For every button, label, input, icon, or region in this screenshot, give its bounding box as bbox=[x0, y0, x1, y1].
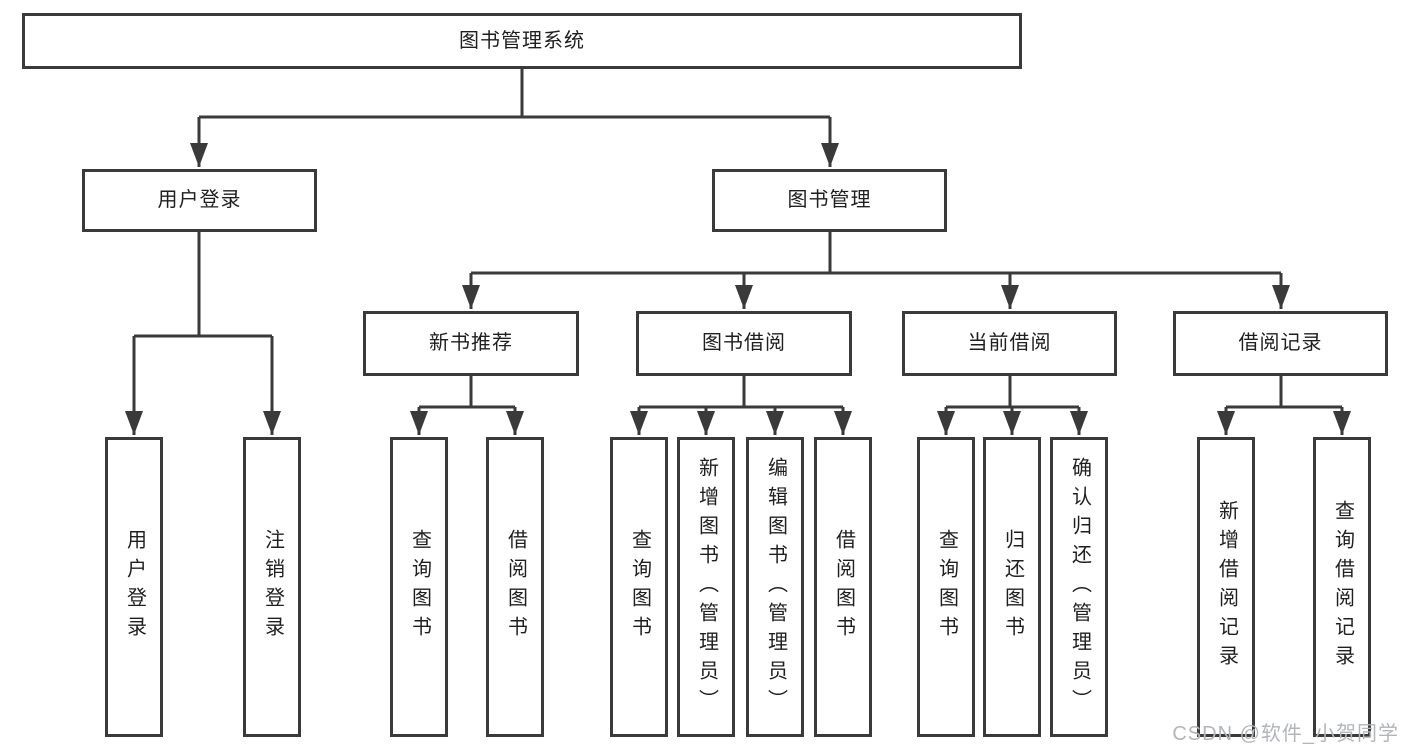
leaf-recommend-query-books: 查询图书 bbox=[390, 437, 448, 737]
leaf-borrow-borrow-books: 借阅图书 bbox=[814, 437, 872, 737]
node-book-borrow: 图书借阅 bbox=[636, 311, 852, 376]
node-current-borrow: 当前借阅 bbox=[902, 311, 1117, 376]
node-book-management: 图书管理 bbox=[712, 169, 947, 232]
leaf-borrow-edit-books-admin: 编辑图书（管理员） bbox=[746, 437, 804, 737]
node-borrow-records: 借阅记录 bbox=[1173, 311, 1388, 376]
leaf-borrow-add-books-admin: 新增图书（管理员） bbox=[677, 437, 735, 737]
leaf-borrow-query-books: 查询图书 bbox=[610, 437, 668, 737]
leaf-recommend-borrow-books: 借阅图书 bbox=[486, 437, 544, 737]
leaf-records-add-record: 新增借阅记录 bbox=[1197, 437, 1255, 737]
leaf-current-return-books: 归还图书 bbox=[983, 437, 1041, 737]
leaf-current-confirm-return-admin: 确认归还（管理员） bbox=[1050, 437, 1108, 737]
leaf-logout: 注销登录 bbox=[243, 437, 301, 737]
leaf-user-login: 用户登录 bbox=[105, 437, 163, 737]
node-root: 图书管理系统 bbox=[22, 13, 1022, 69]
node-user-login: 用户登录 bbox=[82, 169, 317, 232]
node-new-book-recommend: 新书推荐 bbox=[363, 311, 579, 376]
leaf-records-query-record: 查询借阅记录 bbox=[1313, 437, 1371, 737]
leaf-current-query-books: 查询图书 bbox=[917, 437, 975, 737]
